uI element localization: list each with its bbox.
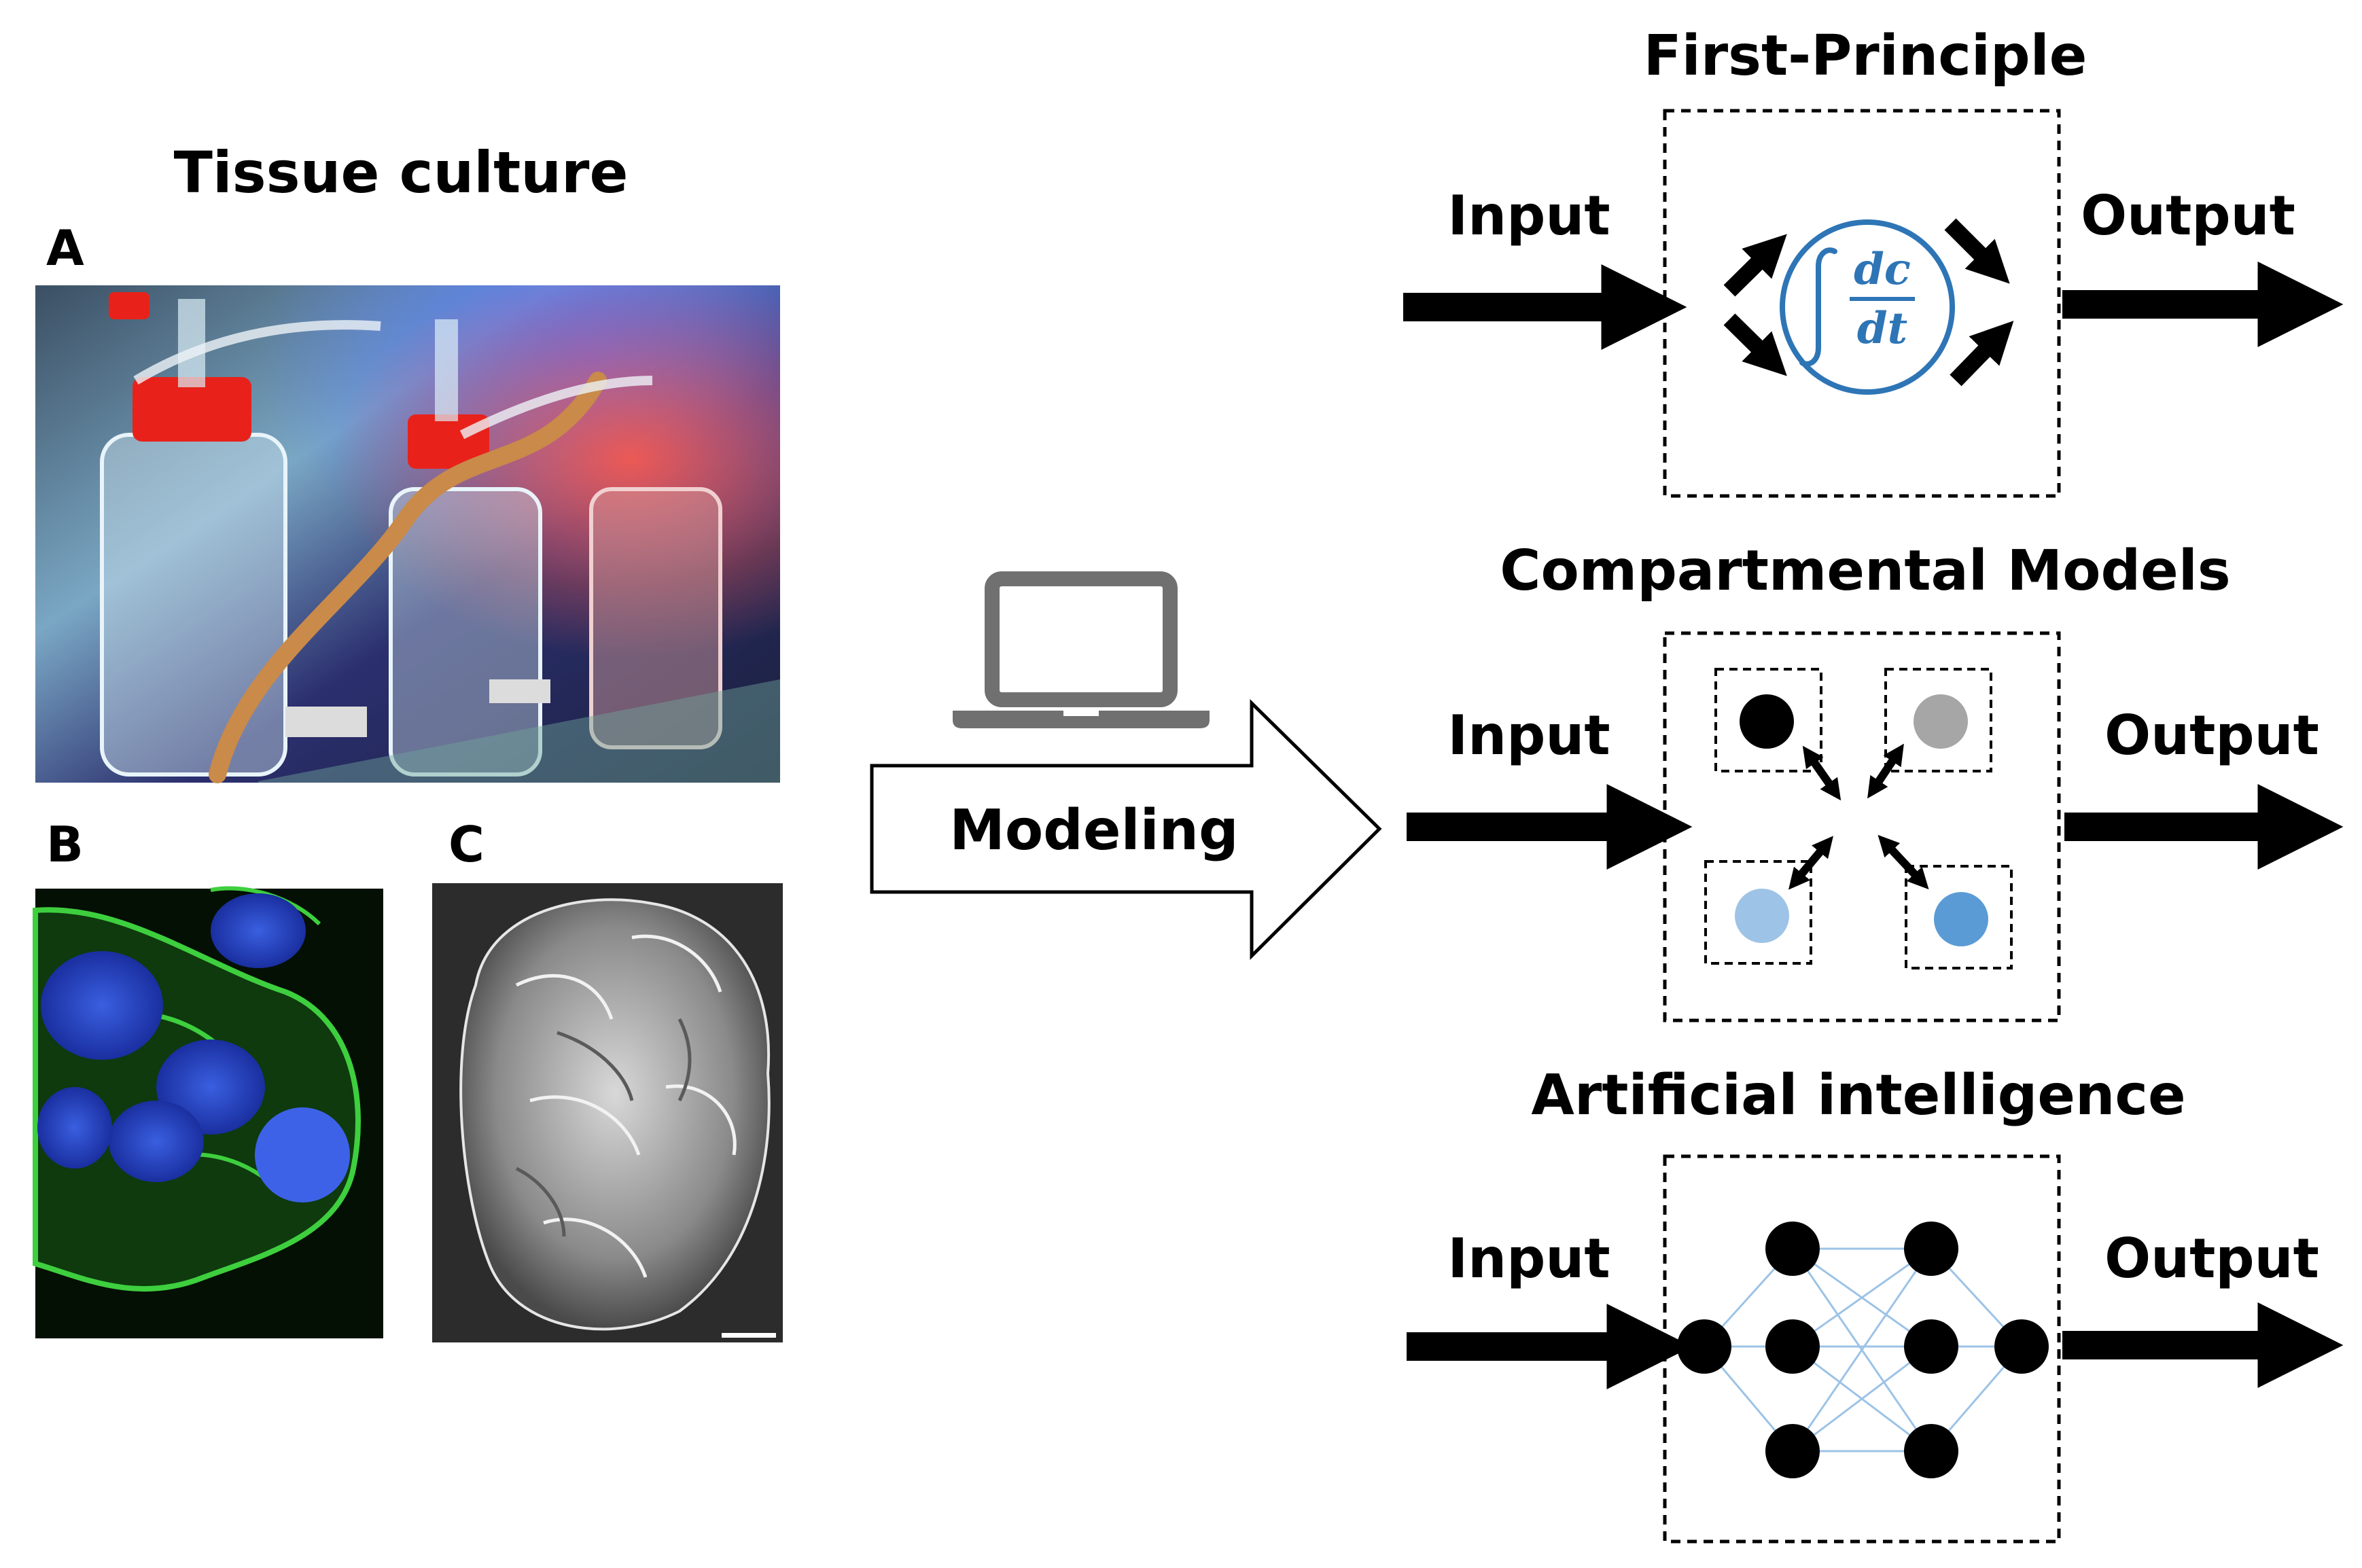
nn-hidden-node: [1765, 1222, 1820, 1276]
compartmental-input-label: Input: [1447, 704, 1610, 767]
exchange-arrows: [1788, 743, 1929, 890]
scale-bar: [722, 1333, 776, 1338]
nn-hidden-node: [1765, 1319, 1820, 1374]
bioreactor-photo: [35, 285, 780, 783]
fluorescence-microscopy-image: [33, 886, 383, 1338]
nn-hidden-node: [1904, 1222, 1958, 1276]
panel-c-label: C: [448, 816, 484, 873]
nn-hidden-node: [1904, 1319, 1958, 1374]
compartmental-output-label: Output: [2104, 704, 2319, 767]
laptop-icon: [953, 571, 1210, 728]
panel-b-label: B: [46, 816, 84, 873]
modeling-arrow: [870, 699, 1382, 961]
sem-microscopy-image: [432, 883, 783, 1342]
first-principle-output-label: Output: [2081, 184, 2295, 247]
integral-formula: dc dt: [1780, 219, 1955, 395]
tissue-culture-title: Tissue culture: [174, 139, 629, 206]
first-principle-input-label: Input: [1447, 184, 1610, 247]
ai-output-label: Output: [2104, 1227, 2319, 1290]
panel-a-label: A: [46, 219, 84, 277]
nn-hidden-node: [1765, 1424, 1820, 1478]
compartment-top-left: [1714, 668, 1822, 772]
compartment-bottom-left: [1704, 860, 1812, 965]
compartmental-box: [1663, 631, 2061, 1022]
ai-box: [1663, 1154, 2061, 1544]
neural-network: [1677, 1222, 2049, 1478]
modeling-label: Modeling: [949, 798, 1239, 863]
flow-arrows: [1723, 218, 2014, 387]
compartmental-title: Compartmental Models: [1500, 539, 2230, 603]
formula-numerator: dc: [1854, 244, 1911, 295]
ai-input-label: Input: [1447, 1227, 1610, 1290]
formula-denominator: dt: [1857, 303, 1907, 354]
ai-title: Artificial intelligence: [1531, 1063, 2185, 1128]
compartment-bottom-right: [1905, 865, 2013, 969]
first-principle-title: First-Principle: [1644, 24, 2087, 88]
nn-output-node: [1994, 1319, 2049, 1374]
first-principle-box: [1663, 109, 2061, 498]
nn-input-node: [1677, 1319, 1731, 1374]
nn-hidden-node: [1904, 1424, 1958, 1478]
compartment-top-right: [1884, 668, 1992, 772]
